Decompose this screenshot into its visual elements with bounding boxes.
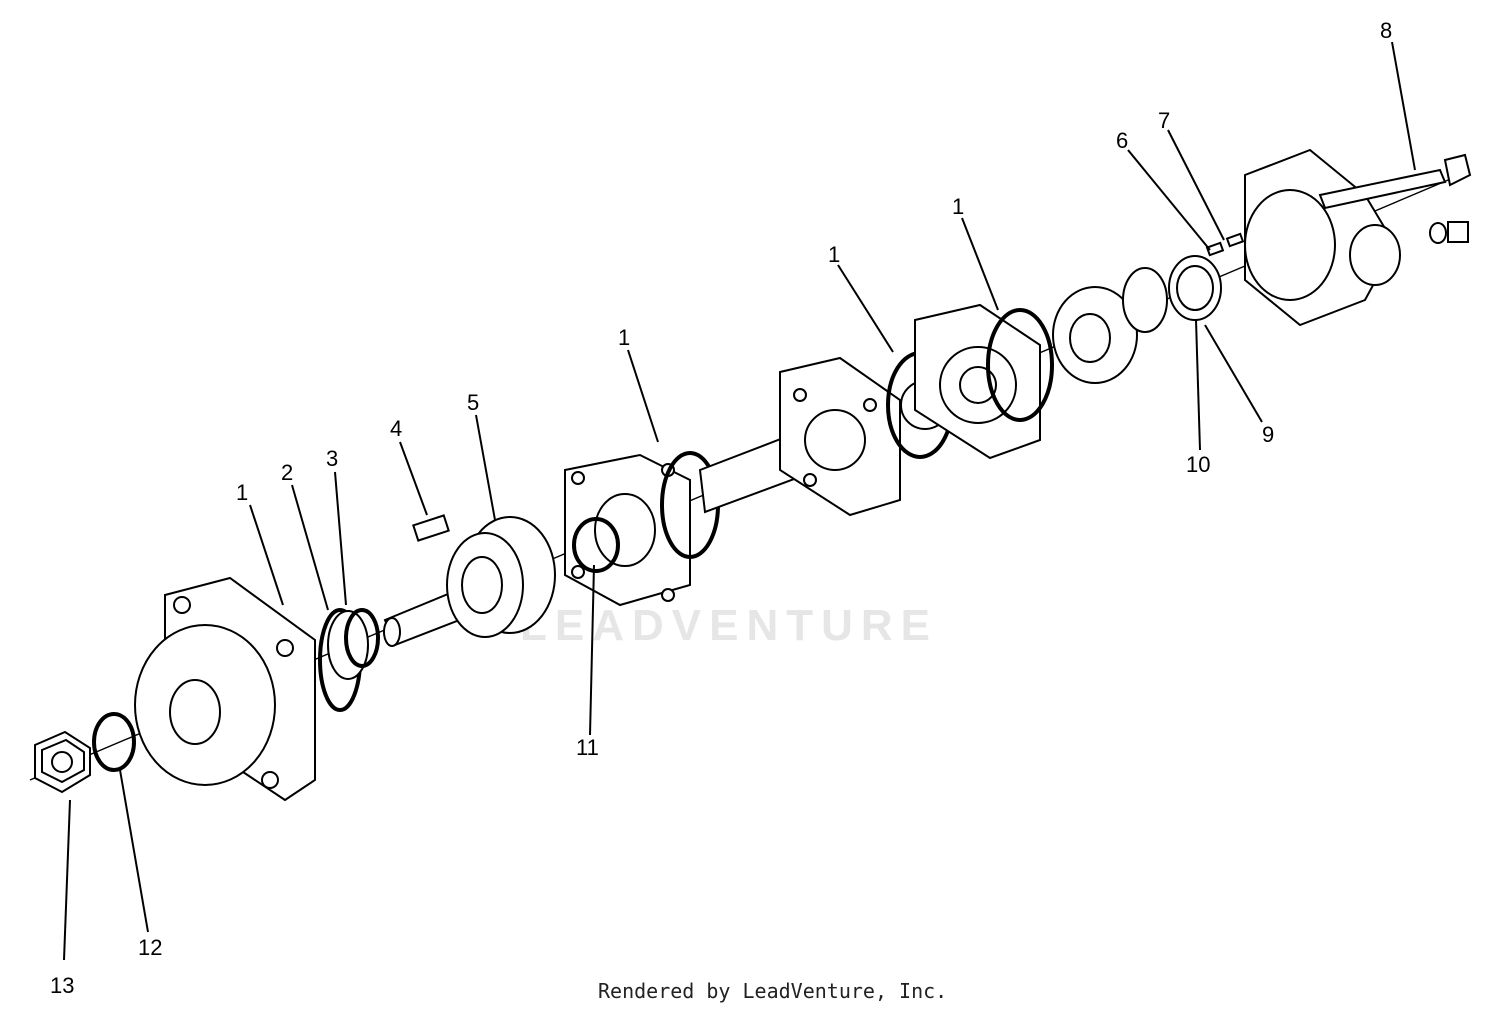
bushing-11[interactable]: [572, 517, 620, 573]
watermark: LEADVENTURE: [520, 601, 938, 650]
callout-8: 8: [1380, 18, 1392, 43]
shaft-key[interactable]: [412, 514, 450, 542]
callout-2: 2: [281, 460, 293, 485]
o-ring-12[interactable]: [92, 712, 136, 772]
callout-1-front: 1: [236, 480, 248, 505]
front-housing[interactable]: [134, 576, 316, 802]
bearing-5[interactable]: [446, 516, 556, 638]
end-cap[interactable]: [1244, 148, 1401, 327]
washer-10[interactable]: [1176, 265, 1214, 311]
pin-7[interactable]: [1225, 232, 1245, 248]
commutator[interactable]: [1052, 286, 1138, 384]
manifold-plate[interactable]: [914, 303, 1041, 460]
bearing-plate[interactable]: [564, 453, 691, 607]
gerotor-housing[interactable]: [779, 356, 901, 517]
castle-nut[interactable]: [34, 730, 91, 794]
callout-1-manifold: 1: [952, 194, 964, 219]
footer-credit: Rendered by LeadVenture, Inc.: [598, 979, 947, 1003]
bolt-8[interactable]: [1318, 153, 1472, 210]
seal-3[interactable]: [344, 608, 380, 668]
callout-1-plate: 1: [618, 325, 630, 350]
callout-7: 7: [1158, 108, 1170, 133]
callout-13: 13: [50, 973, 74, 998]
callout-labels: 1 2 3 4 5 1 11 1 1 6 7 8 9 10 12 13: [50, 18, 1392, 998]
callout-1-gerotor: 1: [828, 242, 840, 267]
callout-11: 11: [576, 735, 599, 760]
callout-5: 5: [467, 390, 479, 415]
commutator-ring[interactable]: [1122, 267, 1168, 333]
callout-12: 12: [138, 935, 162, 960]
plug-washer[interactable]: [1429, 222, 1447, 244]
callout-3: 3: [326, 446, 338, 471]
callout-10: 10: [1186, 452, 1210, 477]
plug[interactable]: [1447, 221, 1469, 243]
callout-6: 6: [1116, 128, 1128, 153]
leader-lines: [63, 41, 1416, 961]
pin-6[interactable]: [1205, 241, 1225, 257]
callout-4: 4: [390, 416, 402, 441]
callout-9: 9: [1262, 422, 1274, 447]
o-ring-1-manifold[interactable]: [986, 308, 1054, 422]
